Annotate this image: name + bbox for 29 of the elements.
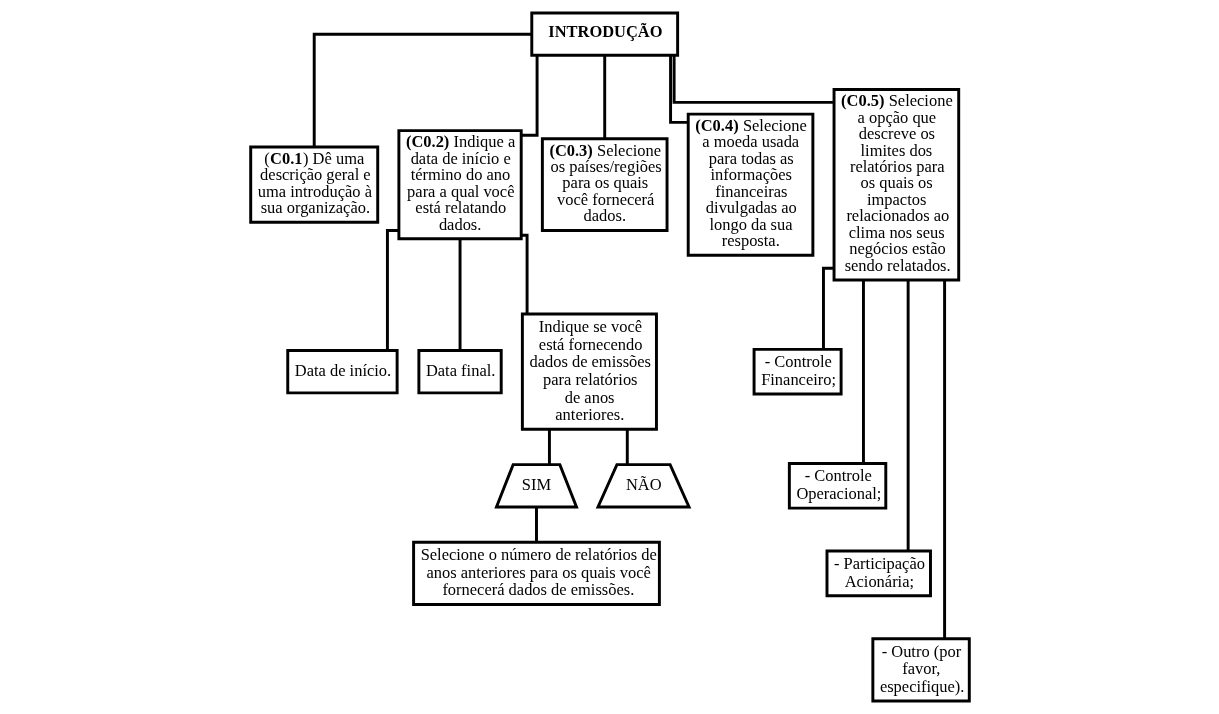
node-box: (C0.5) Selecione a opção que descreve os limites dos relatórios para os quais os impactos relacionados ao clima nos seus negócios estão sendo relatados. — [832, 87, 960, 282]
connector — [668, 55, 688, 124]
node-box: Indique se você está fornecendo dados de emissões para relatórios de anos anteriores. — [520, 312, 658, 431]
connector — [458, 239, 462, 351]
connector — [602, 55, 606, 139]
node-box: Data final. — [416, 349, 503, 395]
connector — [534, 507, 538, 543]
connector — [821, 266, 834, 350]
node-box: (C0.1) Dê uma descrição geral e uma introdução à sua organização. — [248, 145, 379, 224]
node-box: (C0.3) Selecione os países/regiões para os quais você fornecerá dados. — [540, 137, 668, 233]
connector — [906, 280, 910, 551]
node-box: (C0.4) Selecione a moeda usada para todas as informações financeiras divulgadas ao longo da sua resposta. — [686, 112, 814, 257]
node-box: INTRODUÇÃO — [529, 11, 679, 57]
connector — [672, 55, 834, 104]
connector — [547, 429, 551, 465]
connector — [312, 32, 532, 147]
connector — [942, 279, 946, 639]
node-box: - Participação Acionária; — [825, 549, 932, 598]
connector — [625, 429, 629, 465]
connector — [521, 55, 539, 137]
connector — [520, 233, 529, 314]
node-box: Selecione o número de relatórios de anos anteriores para os quais você fornecerá dados de emissões. — [411, 540, 661, 607]
node-box: (C0.2) Indique a data de início e término do ano para a qual você está relatando dados. — [396, 129, 523, 241]
connector — [385, 229, 399, 351]
node-box: - Controle Financeiro; — [752, 347, 843, 396]
node-box: Data de início. — [285, 349, 399, 395]
node-box: - Outro (por favor, especifique). — [870, 637, 971, 703]
node-box: - Controle Operacional; — [787, 461, 887, 510]
connector — [861, 280, 865, 464]
